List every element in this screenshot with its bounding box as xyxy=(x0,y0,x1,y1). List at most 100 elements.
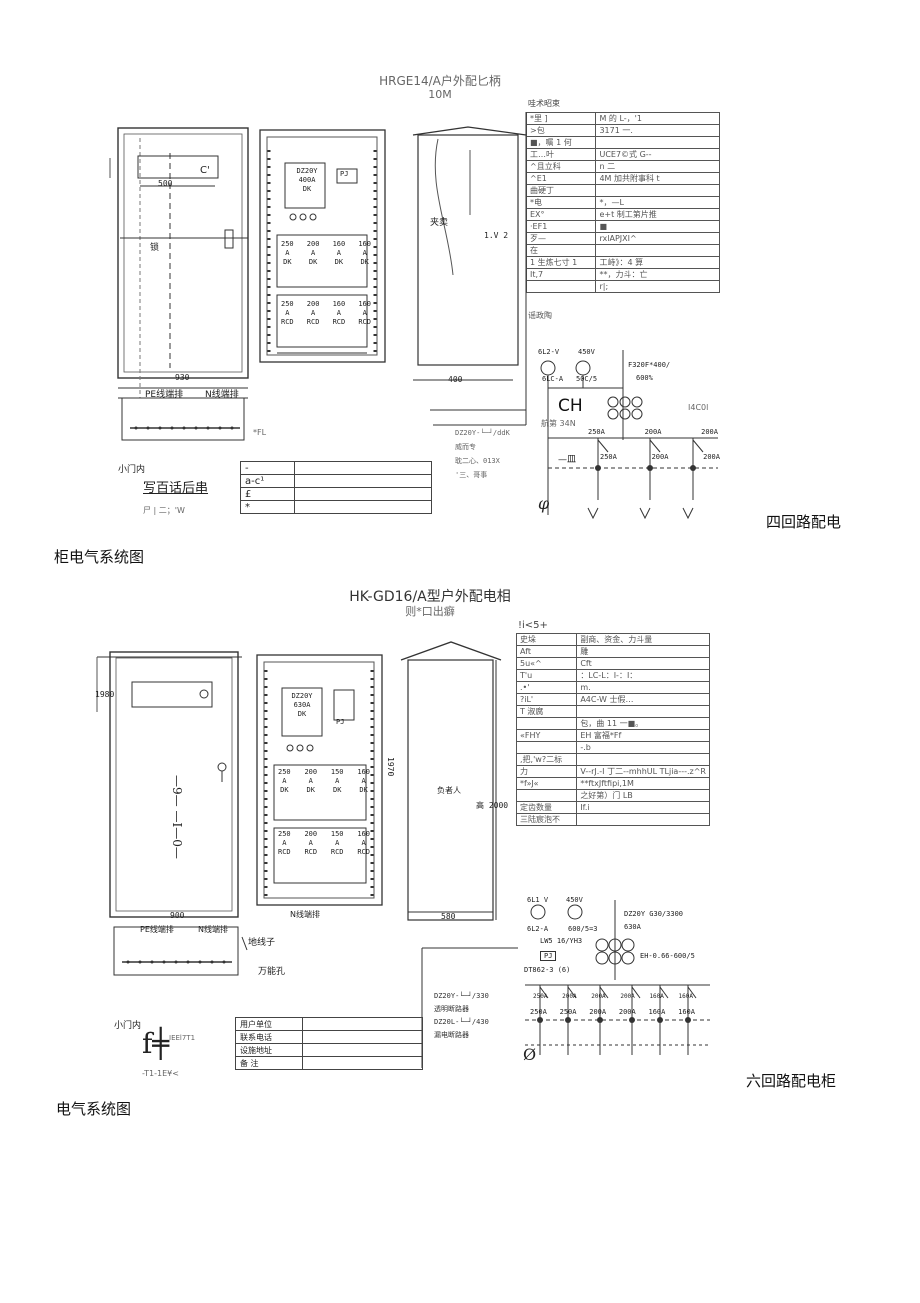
doc1-spec-row: r|; xyxy=(525,280,720,293)
doc1-sld-meter2: 50C/5 xyxy=(576,375,598,383)
doc2-dim-height: 1970 xyxy=(386,757,395,777)
doc2-legend-row-cell xyxy=(302,1043,423,1057)
doc1-spec-row-cell: 工峙》：4 算 xyxy=(595,256,720,269)
doc2-single-line-diagram xyxy=(525,900,710,1055)
doc2-legend-row-cell: 备 注 xyxy=(234,1056,304,1070)
doc2-spec-row-cell xyxy=(515,717,578,730)
doc2-legend-row-cell xyxy=(302,1030,423,1044)
doc1-spec-row-cell: EX° xyxy=(525,208,597,221)
doc2-legend-row-cell: 设施地址 xyxy=(234,1043,304,1057)
doc1-spec-row-cell: M 的 L-，'1 xyxy=(595,112,720,125)
doc1-scheme-label: 谣政陶 xyxy=(528,311,552,320)
doc1-spec-row-cell: 3171 一. xyxy=(595,124,720,137)
doc2-spec-row-cell: 雕 xyxy=(576,645,710,658)
doc2-spec-row-cell: 5u«^ xyxy=(515,657,578,670)
doc2-legend-row: 用户单位 xyxy=(234,1017,423,1031)
doc1-sld-top-left: 6L2-V xyxy=(538,348,560,356)
doc2-spec-row-cell: m. xyxy=(576,681,710,694)
doc1-legend-value xyxy=(294,461,432,475)
doc1-spec-row-cell: >包 xyxy=(525,124,597,137)
doc2-label-hole: 万能孔 xyxy=(258,967,286,977)
doc1-spec-row: 歹—rxlAPJXI^ xyxy=(525,232,720,245)
doc2-sld-pj: PJ xyxy=(540,951,557,961)
doc2-spec-row-cell: .•' xyxy=(515,681,578,694)
doc2-foot-code: -T1-1E¥< xyxy=(142,1069,179,1078)
doc2-sld-ratio: 600/5=3 xyxy=(568,925,598,933)
doc1-label-lock: 锁 xyxy=(150,243,160,253)
doc2-spec-row-cell: **ftxJftfipi,1M xyxy=(576,777,710,790)
doc2-side-view xyxy=(400,641,502,921)
doc1-spec-row: EX°e+t 制工第片推 xyxy=(525,208,720,221)
doc1-subtitle: 10M xyxy=(428,88,452,101)
doc1-small-door: 小门内 xyxy=(118,465,146,475)
doc2-caption-right: 六回路配电柜 xyxy=(746,1072,837,1090)
doc1-sld-right-code: I4C0l xyxy=(688,403,709,412)
doc2-spec-row: -.b xyxy=(515,741,710,754)
doc2-spec-row: T 淑腐 xyxy=(515,705,710,718)
doc2-spec-row-cell: 史垛 xyxy=(515,633,578,646)
doc2-spec-row-cell xyxy=(576,813,710,826)
doc2-legend-row: 联系电话 xyxy=(234,1030,423,1044)
doc2-spec-heading: !i<5+ xyxy=(518,620,548,631)
doc2-spec-row-cell: 包，曲 11 一■。 xyxy=(576,717,710,730)
doc2-spec-row-cell xyxy=(576,705,710,718)
doc2-spec-row: 三陆宸泡不 xyxy=(515,813,710,826)
doc1-spec-row-cell: **，力斗：亡 xyxy=(595,268,720,281)
doc2-spec-row: *f»J«**ftxJftfipi,1M xyxy=(515,777,710,790)
doc2-sld-lw: LW5 16/YH3 xyxy=(540,937,583,945)
doc1-sld-top-right2: 600% xyxy=(636,374,653,382)
doc1-legend-value xyxy=(294,474,432,488)
doc2-label-n: N线端排 xyxy=(198,925,228,934)
doc1-spec-row-cell: It,7 xyxy=(525,268,597,281)
doc1-spec-row-cell: n 二 xyxy=(595,160,720,173)
doc1-spec-row: 曲硬丁 xyxy=(525,184,720,197)
doc2-spec-row: .•'m. xyxy=(515,681,710,694)
doc1-sld-top-right: F320F*400/ xyxy=(628,361,671,369)
doc1-handwritten: 写百话后串 xyxy=(143,481,209,496)
doc2-sld-branch-2: 200A xyxy=(562,993,577,1000)
doc1-spec-row-cell: *电 xyxy=(525,196,597,209)
doc2-spec-row: 包，曲 11 一■。 xyxy=(515,717,710,730)
doc1-sld-branches2: 250A 200A 200A xyxy=(600,453,720,461)
doc1-label-bag: 夹卖 xyxy=(430,218,449,228)
doc1-spec-row-cell: e+t 制工第片推 xyxy=(595,208,720,221)
doc2-front-view xyxy=(96,651,248,976)
doc1-spec-row-cell: ^且立科 xyxy=(525,160,597,173)
doc2-spec-row-cell: 之好第）门 LB xyxy=(576,789,710,802)
doc1-legend-label: - xyxy=(240,461,295,475)
doc2-sld-branch-4: 200A xyxy=(620,993,635,1000)
doc1-legend-label: £ xyxy=(240,487,295,501)
doc1-dim-width: 930 xyxy=(175,373,190,382)
doc1-spec-row-cell: ^E1 xyxy=(525,172,597,185)
doc2-sld-branch2-2: 250A xyxy=(559,1008,577,1016)
doc1-c-mark: C' xyxy=(200,165,210,176)
doc2-spec-row-cell: A4C-W 士假… xyxy=(576,693,710,706)
doc1-spec-row-cell: *，—L xyxy=(595,196,720,209)
doc2-spec-row: T'u：LC-L：I-：I： xyxy=(515,669,710,682)
doc2-legend-row-cell: 联系电话 xyxy=(234,1030,304,1044)
doc1-sld-branch2-3: 200A xyxy=(703,453,720,461)
doc2-legend-row-cell xyxy=(302,1056,423,1070)
doc2-dim-depth: 580 xyxy=(441,912,456,921)
doc1-spec-row-cell: 4M 加共附事科 t xyxy=(595,172,720,185)
doc2-spec-row-cell: ?iL' xyxy=(515,693,578,706)
doc2-spec-row-cell: Cft xyxy=(576,657,710,670)
